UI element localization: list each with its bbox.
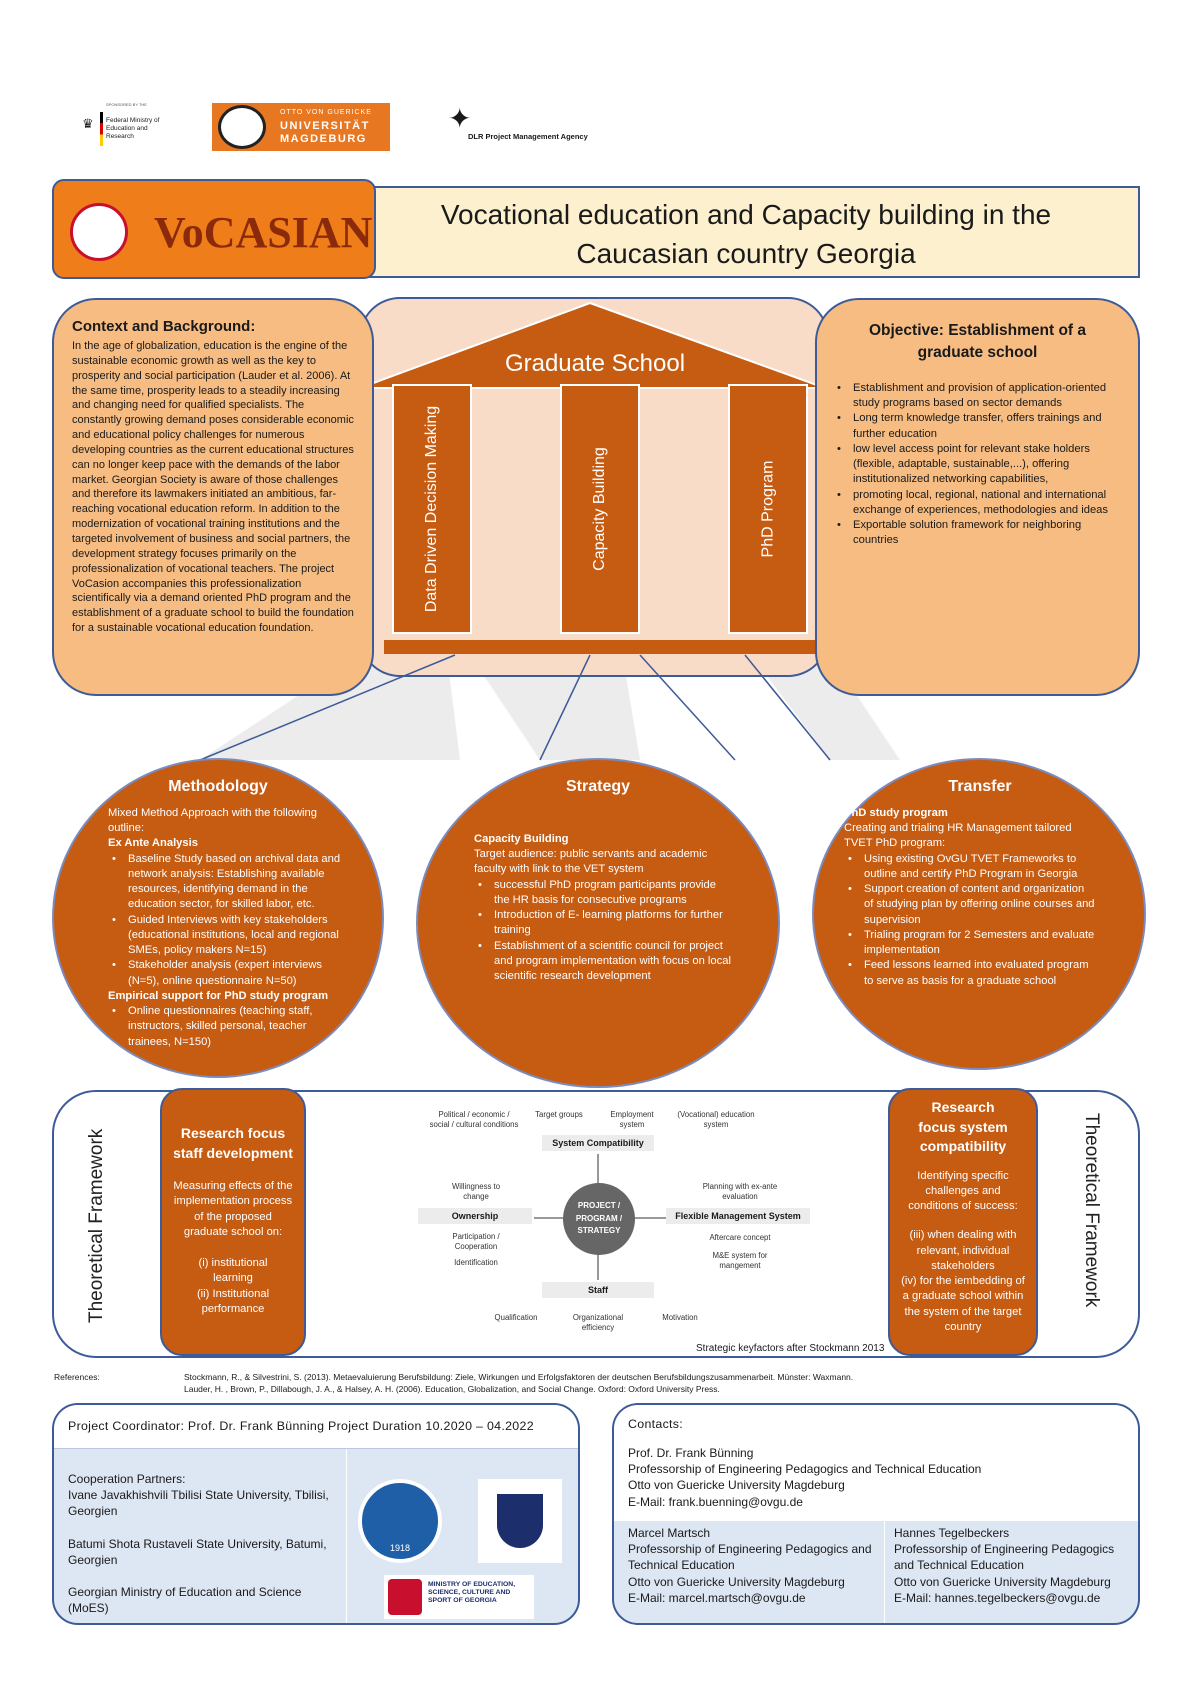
transfer-intro: Creating and trialing HR Management tail…	[844, 822, 1072, 850]
dlr-logo: ✦ DLR Project Management Agency	[448, 103, 588, 142]
list-item: Establishment and provision of applicati…	[833, 381, 1122, 411]
strategy-circle: Strategy Capacity Building Target audien…	[416, 758, 780, 1088]
transfer-circle: Transfer PhD study program Creating and …	[812, 758, 1146, 1070]
list-item: Support creation of content and organiza…	[844, 882, 1096, 928]
methodology-sub2: Empirical support for PhD study program	[108, 989, 329, 1002]
partners-label: Cooperation Partners:	[68, 1472, 186, 1486]
objective-panel: Objective: Establishment of a graduate s…	[815, 298, 1140, 696]
list-item: (iv) for the iembedding of a graduate sc…	[901, 1275, 1025, 1333]
transfer-sub: PhD study program	[844, 807, 948, 819]
guericke-portrait-icon	[218, 105, 266, 149]
system-compatibility-box: System Compatibility	[542, 1135, 654, 1151]
framework-panel	[52, 1090, 1140, 1358]
research-focus-staff: Research focus staff development Measuri…	[160, 1088, 306, 1356]
partner-item: Georgian Ministry of Education and Scien…	[68, 1584, 302, 1616]
list-item: Feed lessons learned into evaluated prog…	[844, 958, 1096, 988]
project-program-strategy-circle: PROJECT / PROGRAM / STRATEGY	[563, 1183, 635, 1255]
ovgu-logo: OTTO VON GUERICKE UNIVERSITÄT MAGDEBURG	[212, 103, 390, 151]
email-marcel[interactable]: E-Mail: marcel.martsch@ovgu.de	[628, 1590, 806, 1605]
logo-text: VoCASIAN	[154, 208, 373, 257]
strategy-intro: Target audience: public servants and aca…	[474, 848, 708, 876]
strategy-heading: Strategy	[565, 778, 631, 795]
framework-label-right: Theoretical Framework	[1081, 1112, 1102, 1308]
list-item: Exportable solution framework for neighb…	[833, 518, 1122, 548]
context-panel: Context and Background: In the age of gl…	[52, 298, 374, 696]
pillar-phd-program: PhD Program	[728, 384, 808, 634]
objective-list: Establishment and provision of applicati…	[833, 381, 1122, 549]
list-item: (i) institutional learning	[198, 1257, 268, 1285]
ownership-box: Ownership	[418, 1208, 532, 1224]
coordinator-heading: Project Coordinator: Prof. Dr. Frank Bün…	[54, 1405, 578, 1449]
objective-heading: Objective: Establishment of a graduate s…	[868, 322, 1087, 362]
title-line-2: Caucasian country Georgia	[576, 238, 916, 269]
partner-item: Ivane Javakhishvili Tbilisi State Univer…	[68, 1488, 329, 1519]
ministry-name: Federal Ministry of Education and Resear…	[106, 117, 160, 140]
sponsor-label: SPONSORED BY THE	[106, 102, 147, 107]
list-item: Trialing program for 2 Semesters and eva…	[844, 928, 1096, 958]
context-heading: Context and Background:	[72, 318, 256, 335]
list-item: Using existing OvGU TVET Frameworks to o…	[844, 852, 1096, 882]
dlr-bird-icon: ✦	[448, 103, 472, 134]
list-item: (iii) when dealing with relevant, indivi…	[909, 1229, 1017, 1272]
globe-icon	[70, 203, 128, 261]
ministry-georgia-logo: MINISTRY OF EDUCATION, SCIENCE, CULTURE …	[384, 1575, 534, 1619]
pillar-data-driven: Data Driven Decision Making	[392, 384, 472, 634]
pillar-capacity-building: Capacity Building	[560, 384, 640, 634]
email-frank[interactable]: E-Mail: frank.buenning@ovgu.de	[628, 1494, 803, 1509]
batumi-university-crest	[478, 1479, 562, 1563]
methodology-intro: Mixed Method Approach with the following…	[108, 807, 317, 835]
context-body: In the age of globalization, education i…	[72, 340, 354, 635]
reference-2: Lauder, H. , Brown, P., Dillabough, J. A…	[184, 1384, 720, 1394]
list-item: successful PhD program participants prov…	[474, 878, 732, 908]
strategy-sub: Capacity Building	[474, 833, 569, 845]
list-item: Introduction of E- learning platforms fo…	[474, 908, 732, 938]
list-item: promoting local, regional, national and …	[833, 488, 1122, 518]
transfer-heading: Transfer	[948, 778, 1012, 795]
vocasian-logo: VoCASIAN	[52, 179, 376, 279]
list-item: Establishment of a scientific council fo…	[474, 939, 732, 985]
list-item: Stakeholder analysis (expert interviews …	[108, 958, 352, 988]
coordinator-panel: Project Coordinator: Prof. Dr. Frank Bün…	[52, 1403, 580, 1625]
list-item: Online questionnaires (teaching staff, i…	[108, 1004, 352, 1050]
title-banner: Vocational education and Capacity buildi…	[352, 186, 1140, 278]
references-label: References:	[54, 1372, 100, 1382]
list-item: Guided Interviews with key stakeholders …	[108, 913, 352, 959]
contacts-panel: Contacts: Prof. Dr. Frank Bünning Profes…	[612, 1403, 1140, 1625]
diagram-caption: Strategic keyfactors after Stockmann 201…	[696, 1343, 885, 1354]
eagle-icon: ♛	[82, 116, 94, 131]
tbilisi-university-seal: 1918	[358, 1479, 442, 1563]
email-hannes[interactable]: E-Mail: hannes.tegelbeckers@ovgu.de	[894, 1590, 1101, 1605]
partner-item: Batumi Shota Rustaveli State University,…	[68, 1536, 327, 1567]
georgia-coat-of-arms-icon	[388, 1579, 422, 1615]
methodology-circle: Methodology Mixed Method Approach with t…	[52, 758, 384, 1078]
list-item: low level access point for relevant stak…	[833, 442, 1122, 488]
reference-1: Stockmann, R., & Silvestrini, S. (2013).…	[184, 1372, 854, 1382]
ministry-logo: SPONSORED BY THE ♛ Federal Ministry of E…	[78, 102, 168, 157]
contacts-heading: Contacts:	[628, 1417, 684, 1431]
title-line-1: Vocational education and Capacity buildi…	[440, 199, 1052, 230]
methodology-sub1: Ex Ante Analysis	[108, 837, 198, 850]
flexible-management-box: Flexible Management System	[666, 1208, 810, 1224]
research-focus-system: Research focus system compatibility Iden…	[888, 1088, 1038, 1356]
list-item: Long term knowledge transfer, offers tra…	[833, 411, 1122, 441]
list-item: Baseline Study based on archival data an…	[108, 852, 352, 913]
framework-label-left: Theoretical Framework	[86, 1128, 107, 1324]
list-item: (ii) Institutional performance	[196, 1287, 270, 1315]
staff-box: Staff	[542, 1282, 654, 1298]
temple-roof-label: Graduate School	[504, 350, 686, 377]
methodology-heading: Methodology	[168, 778, 268, 795]
